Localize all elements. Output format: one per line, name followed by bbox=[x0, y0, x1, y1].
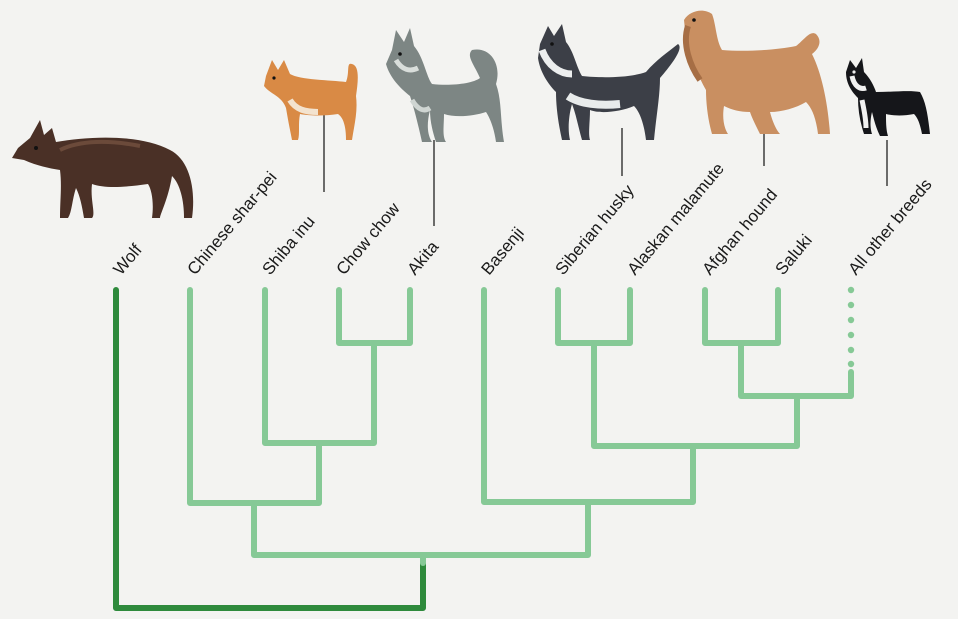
branch-husky-malamute bbox=[558, 290, 630, 343]
husky-illustration bbox=[538, 24, 680, 140]
akita-illustration bbox=[386, 28, 504, 142]
label-afghan: Afghan hound bbox=[699, 185, 782, 278]
label-wolf: Wolf bbox=[110, 240, 146, 278]
label-basenji: Basenji bbox=[478, 224, 528, 279]
label-all-other-breeds: All other breeds bbox=[845, 175, 936, 278]
label-akita: Akita bbox=[404, 237, 443, 279]
label-chow: Chow chow bbox=[333, 198, 405, 278]
wolf-root-branch bbox=[116, 290, 423, 608]
terrier-illustration bbox=[846, 58, 930, 136]
others-dotted-branch bbox=[848, 287, 854, 367]
label-saluki: Saluki bbox=[772, 231, 816, 279]
branch-sharpei-clade bbox=[190, 290, 319, 503]
branch-afghan-saluki bbox=[705, 290, 778, 343]
branch-shiba-chowakita bbox=[265, 290, 374, 443]
leaf-labels: Wolf Chinese shar-pei Shiba inu Chow cho… bbox=[110, 159, 936, 278]
wolf-illustration bbox=[12, 120, 193, 218]
branch-basenji-clade bbox=[484, 290, 693, 502]
branch-asian-vs-rest bbox=[254, 502, 588, 555]
label-shiba: Shiba inu bbox=[259, 212, 319, 279]
afghan-illustration bbox=[684, 11, 830, 134]
branch-chow-akita bbox=[339, 290, 410, 343]
shiba-illustration bbox=[264, 60, 358, 140]
branch-hounds-others bbox=[741, 343, 851, 396]
